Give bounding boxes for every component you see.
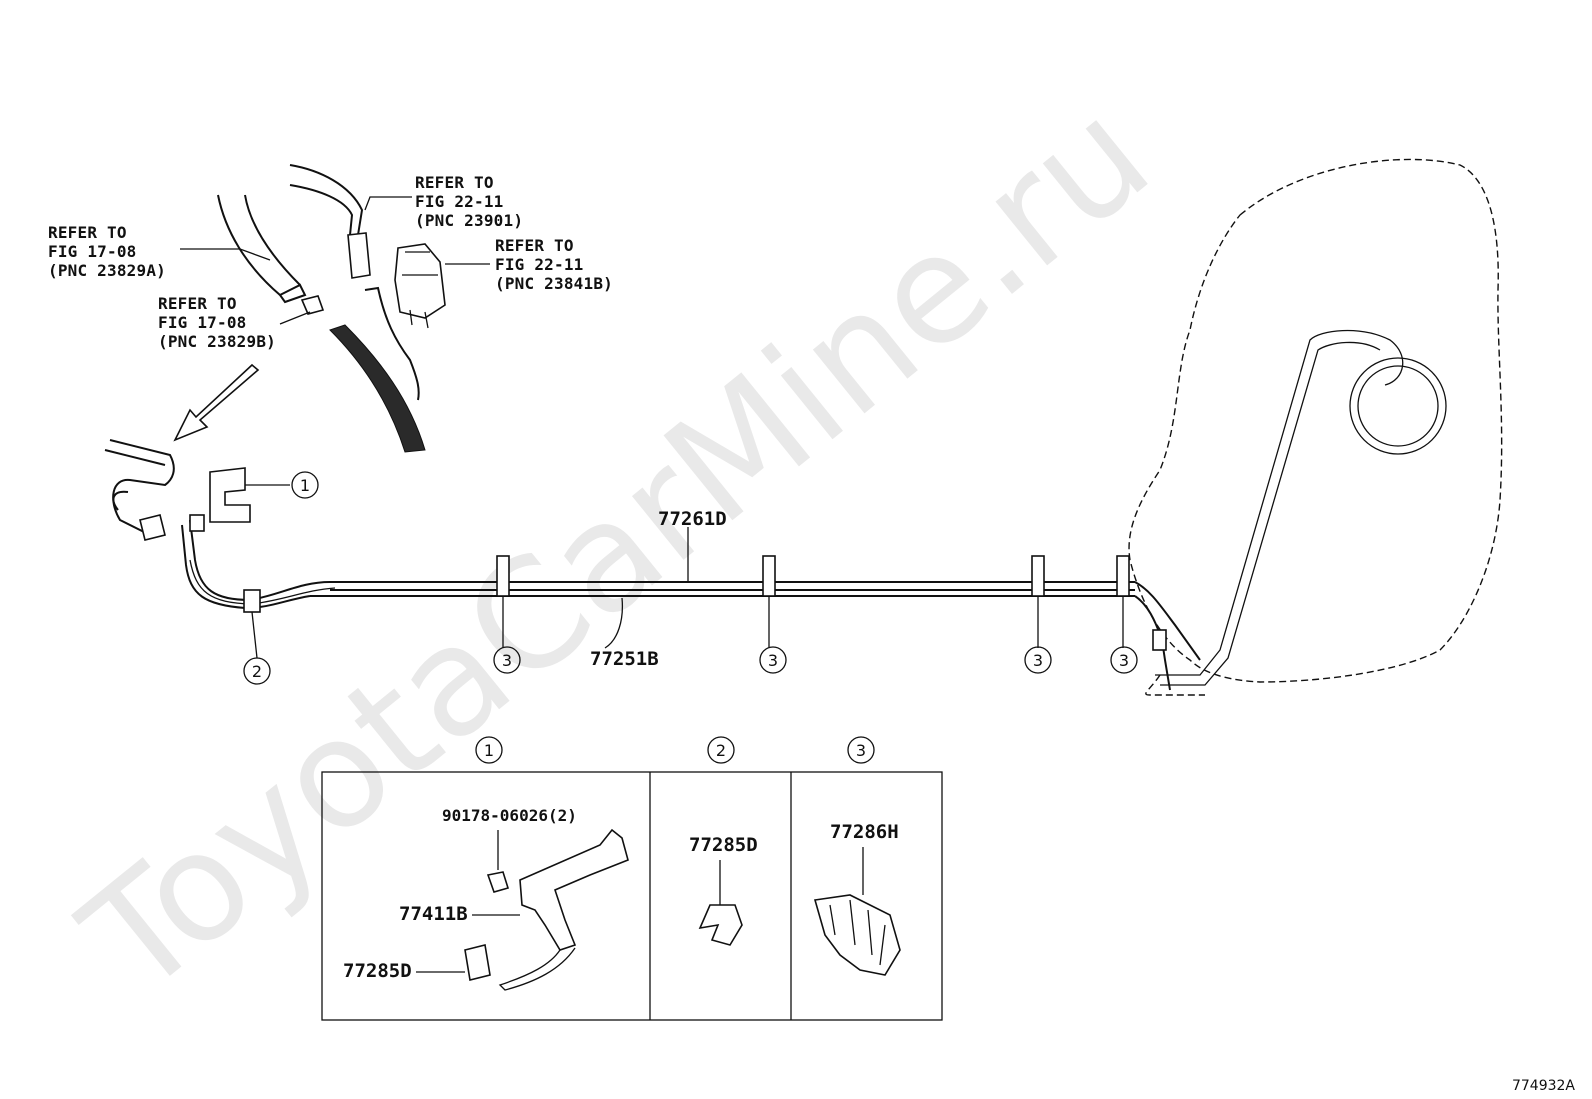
clamp-marker-3a: [496, 555, 510, 597]
svg-text:3: 3: [1033, 651, 1043, 670]
part-label-77285d-detail2: 77285D: [689, 834, 758, 856]
svg-text:FIG 22-11: FIG 22-11: [495, 255, 584, 274]
bolt-icon: [486, 871, 510, 893]
clamp-marker-3b: [762, 555, 776, 597]
callout-1-main: 1: [291, 471, 319, 499]
clamp-icon-detail2: [698, 904, 743, 946]
svg-text:3: 3: [768, 651, 778, 670]
bracket-1-clamp: [189, 514, 205, 532]
component-23841b-detail: [402, 251, 438, 329]
engine-fitting: [139, 514, 166, 541]
svg-text:FIG 22-11: FIG 22-11: [415, 192, 504, 211]
leader-ref-23901: [364, 196, 412, 211]
part-label-77286h: 77286H: [830, 821, 899, 843]
svg-text:FIG 17-08: FIG 17-08: [48, 242, 137, 261]
clamp-marker-3d: [1116, 555, 1130, 597]
figure-code: 774932A: [1512, 1078, 1575, 1094]
callout-2-detail: 2: [707, 736, 735, 764]
ref-label-fig-17-08-23829a: REFER TO FIG 17-08 (PNC 23829A): [48, 223, 166, 280]
component-23841b: [394, 243, 446, 319]
hose-23901: [289, 164, 364, 236]
filler-pipe: [329, 324, 426, 453]
detail-box-frame: [321, 771, 943, 1021]
clamp-marker-3c: [1031, 555, 1045, 597]
callout-1-detail: 1: [475, 736, 503, 764]
tube-end-bend: [1134, 581, 1201, 661]
callout-3-main-d: 3: [1110, 646, 1138, 674]
ref-label-fig-22-11-23841b: REFER TO FIG 22-11 (PNC 23841B): [495, 236, 613, 293]
callout-3-main-b: 3: [759, 646, 787, 674]
bracket-77411b: [519, 828, 629, 951]
callout-2-main: 2: [243, 657, 271, 685]
part-label-77251b: 77251B: [590, 648, 659, 670]
fuel-tank-outline: [1128, 158, 1503, 683]
callout-3-detail: 3: [847, 736, 875, 764]
svg-text:2: 2: [252, 662, 262, 681]
clamp-icon-detail1: [464, 944, 491, 981]
callout-3-main-c: 3: [1024, 646, 1052, 674]
part-label-77285d-detail1: 77285D: [343, 960, 412, 982]
svg-text:1: 1: [300, 476, 310, 495]
ref-label-fig-17-08-23829b: REFER TO FIG 17-08 (PNC 23829B): [158, 294, 276, 351]
callout-3-main-a: 3: [493, 646, 521, 674]
fitting-23901: [347, 232, 371, 279]
bracket-1: [209, 467, 251, 523]
in-tank-tube-3: [1145, 674, 1205, 696]
pointer-arrow: [173, 363, 260, 442]
filler-hose: [364, 286, 420, 401]
svg-text:(PNC 23829A): (PNC 23829A): [48, 261, 166, 280]
part-label-90178-06026: 90178-06026(2): [442, 806, 577, 825]
clip-23829b: [300, 295, 325, 315]
in-tank-tube: [1155, 329, 1404, 676]
svg-text:3: 3: [502, 651, 512, 670]
leader-ref-23829a: [180, 248, 271, 261]
svg-text:(PNC 23829B): (PNC 23829B): [158, 332, 276, 351]
leader-ref-23829b: [279, 311, 311, 325]
svg-text:2: 2: [716, 741, 726, 760]
svg-text:1: 1: [484, 741, 494, 760]
svg-text:3: 3: [856, 741, 866, 760]
part-label-77411b: 77411B: [399, 903, 468, 925]
hose-23829a-end: [278, 283, 307, 304]
fuel-pump-ring-inner: [1357, 365, 1439, 447]
engine-hose-2: [104, 449, 166, 511]
fuel-pump-ring: [1349, 357, 1447, 455]
part-label-77261d: 77261D: [658, 508, 727, 530]
svg-text:(PNC 23841B): (PNC 23841B): [495, 274, 613, 293]
ref-label-fig-22-11-23901: REFER TO FIG 22-11 (PNC 23901): [415, 173, 523, 230]
clamp-marker-2: [243, 589, 261, 613]
clamp-icon-detail3-slots: [829, 899, 886, 966]
bracket-77411b-arm: [498, 947, 576, 991]
leader-c2: [251, 611, 258, 659]
svg-text:REFER TO: REFER TO: [48, 223, 127, 242]
clamp-icon-detail3: [813, 894, 901, 976]
in-tank-tube-2: [1160, 341, 1381, 686]
svg-text:3: 3: [1119, 651, 1129, 670]
svg-text:REFER TO: REFER TO: [415, 173, 494, 192]
svg-text:(PNC 23901): (PNC 23901): [415, 211, 523, 230]
svg-text:REFER TO: REFER TO: [495, 236, 574, 255]
tube-left-bend-1: [189, 519, 331, 602]
svg-text:FIG 17-08: FIG 17-08: [158, 313, 247, 332]
hose-23829a: [217, 194, 301, 296]
leader-77251b: [604, 597, 624, 649]
tube-connector: [1152, 629, 1167, 651]
svg-text:REFER TO: REFER TO: [158, 294, 237, 313]
